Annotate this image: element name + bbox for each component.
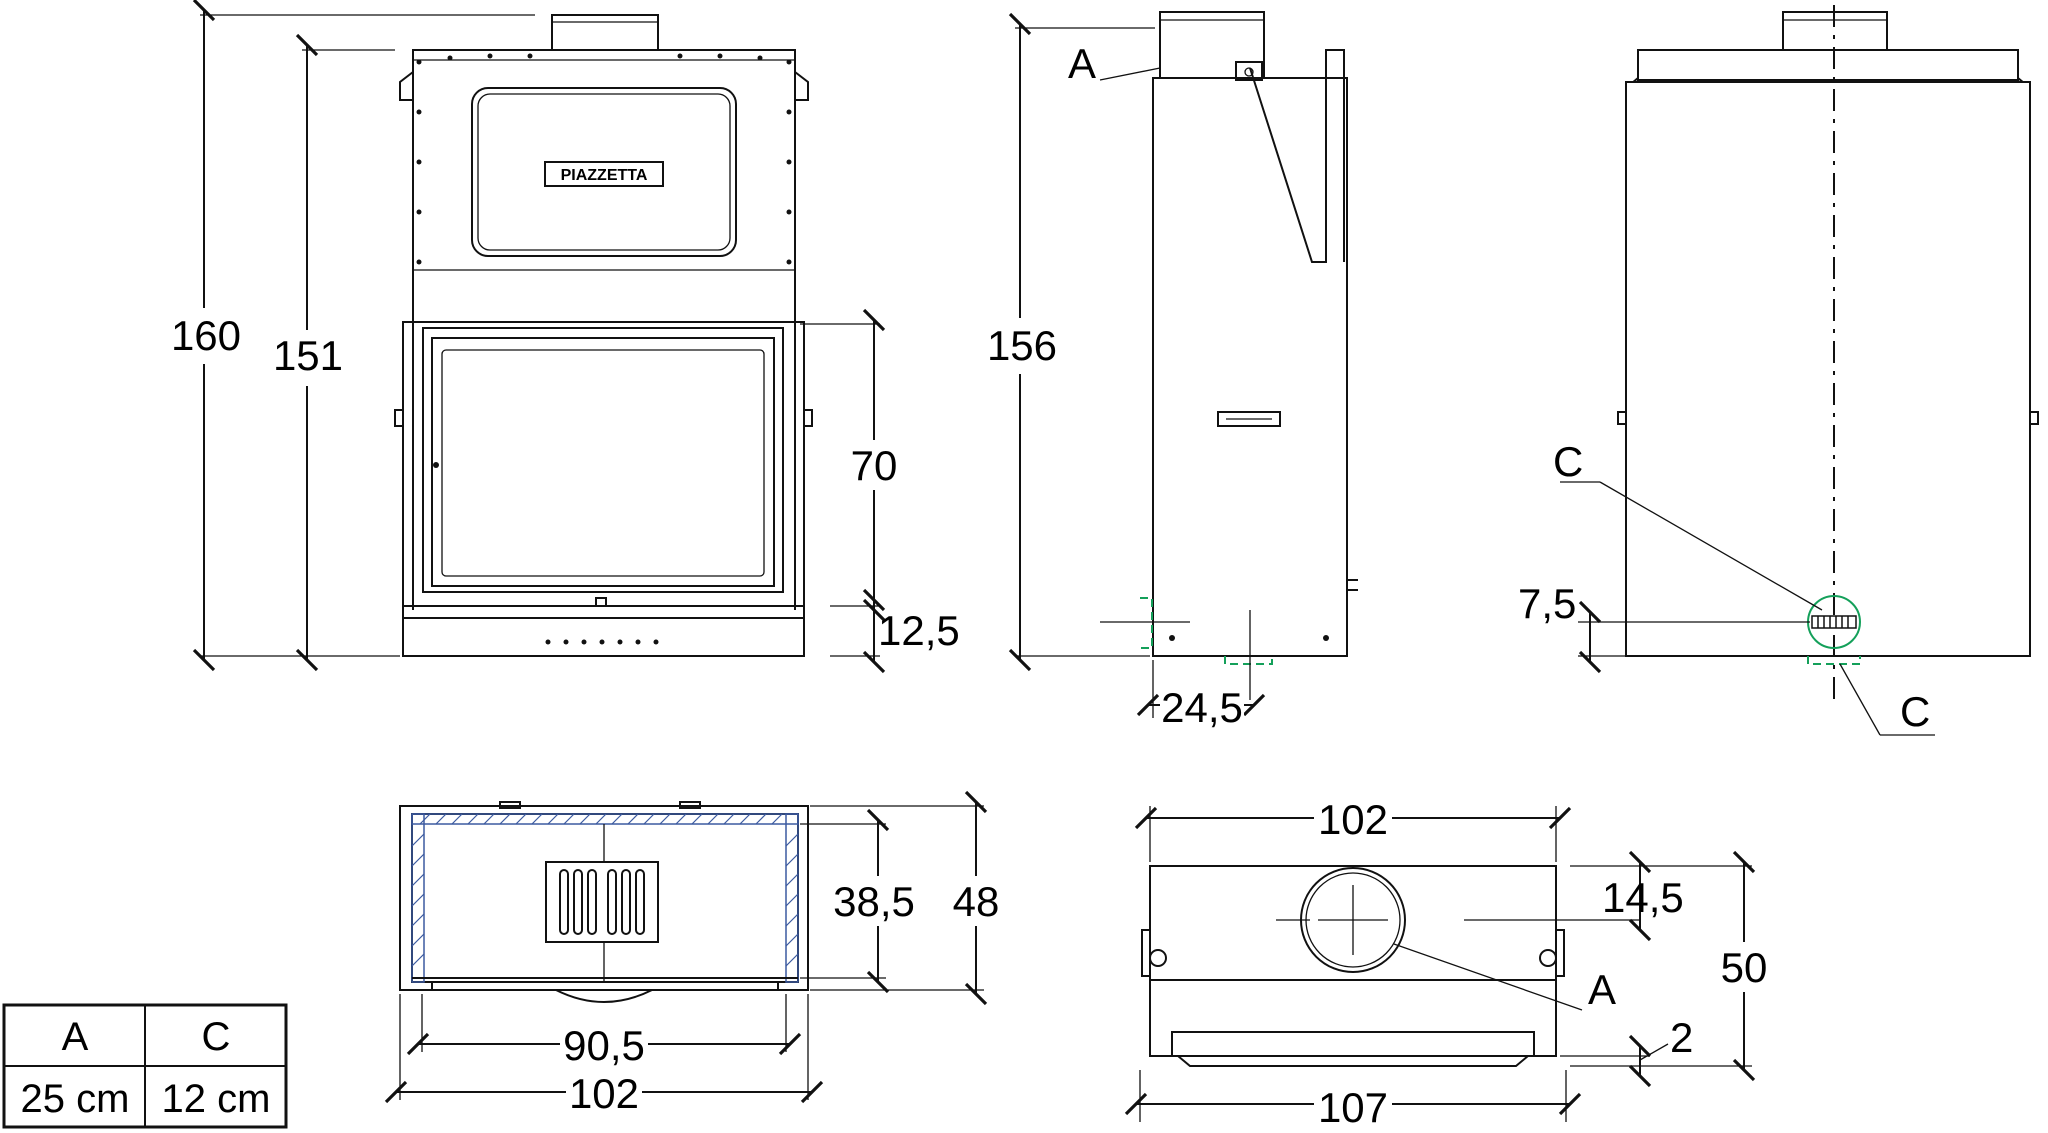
dim-side-offset: 24,5 [1161, 684, 1243, 731]
dim-body-height: 151 [273, 332, 343, 379]
brand-badge: PIAZZETTA [544, 161, 664, 187]
side-view: A 156 24,5 [987, 11, 1358, 731]
front-view: PIAZZETTA 160 [171, 0, 960, 674]
dim-side-height: 156 [987, 322, 1057, 369]
dim-base-height: 12,5 [878, 607, 960, 654]
label-c-top: C [1553, 438, 1583, 485]
dim-total-height: 160 [171, 312, 241, 359]
table-value-c: 12 cm [162, 1077, 271, 1121]
table-header-c: C [202, 1015, 231, 1059]
insulation-hatch [411, 813, 799, 983]
brand-logo: PIAZZETTA [561, 167, 648, 184]
dim-inner-depth: 38,5 [833, 878, 915, 925]
top-plan-view: A 102 14,5 50 2 107 [1124, 794, 1774, 1131]
dim-flue-offset: 14,5 [1602, 874, 1684, 921]
dim-glass-height: 70 [851, 442, 898, 489]
table-value-a: 25 cm [21, 1077, 130, 1121]
label-c-bottom: C [1900, 688, 1930, 735]
dim-plan-width-top: 102 [1318, 796, 1388, 843]
dim-outer-depth: 48 [953, 878, 1000, 925]
dim-c-height: 7,5 [1518, 580, 1576, 627]
legend-table: A C 25 cm 12 cm [2, 1003, 288, 1129]
dim-outer-width: 102 [569, 1070, 639, 1117]
dim-inner-width: 90,5 [563, 1022, 645, 1069]
dim-plan-depth: 50 [1721, 944, 1768, 991]
back-view: C C 7,5 [1518, 5, 2039, 736]
label-a-plan: A [1588, 966, 1616, 1013]
dim-plan-front: 2 [1670, 1014, 1693, 1061]
dim-plan-width-bottom: 107 [1318, 1084, 1388, 1131]
table-header-a: A [62, 1015, 89, 1059]
label-a-side: A [1068, 40, 1096, 87]
top-section-view: 38,5 48 90,5 102 [384, 790, 1004, 1117]
